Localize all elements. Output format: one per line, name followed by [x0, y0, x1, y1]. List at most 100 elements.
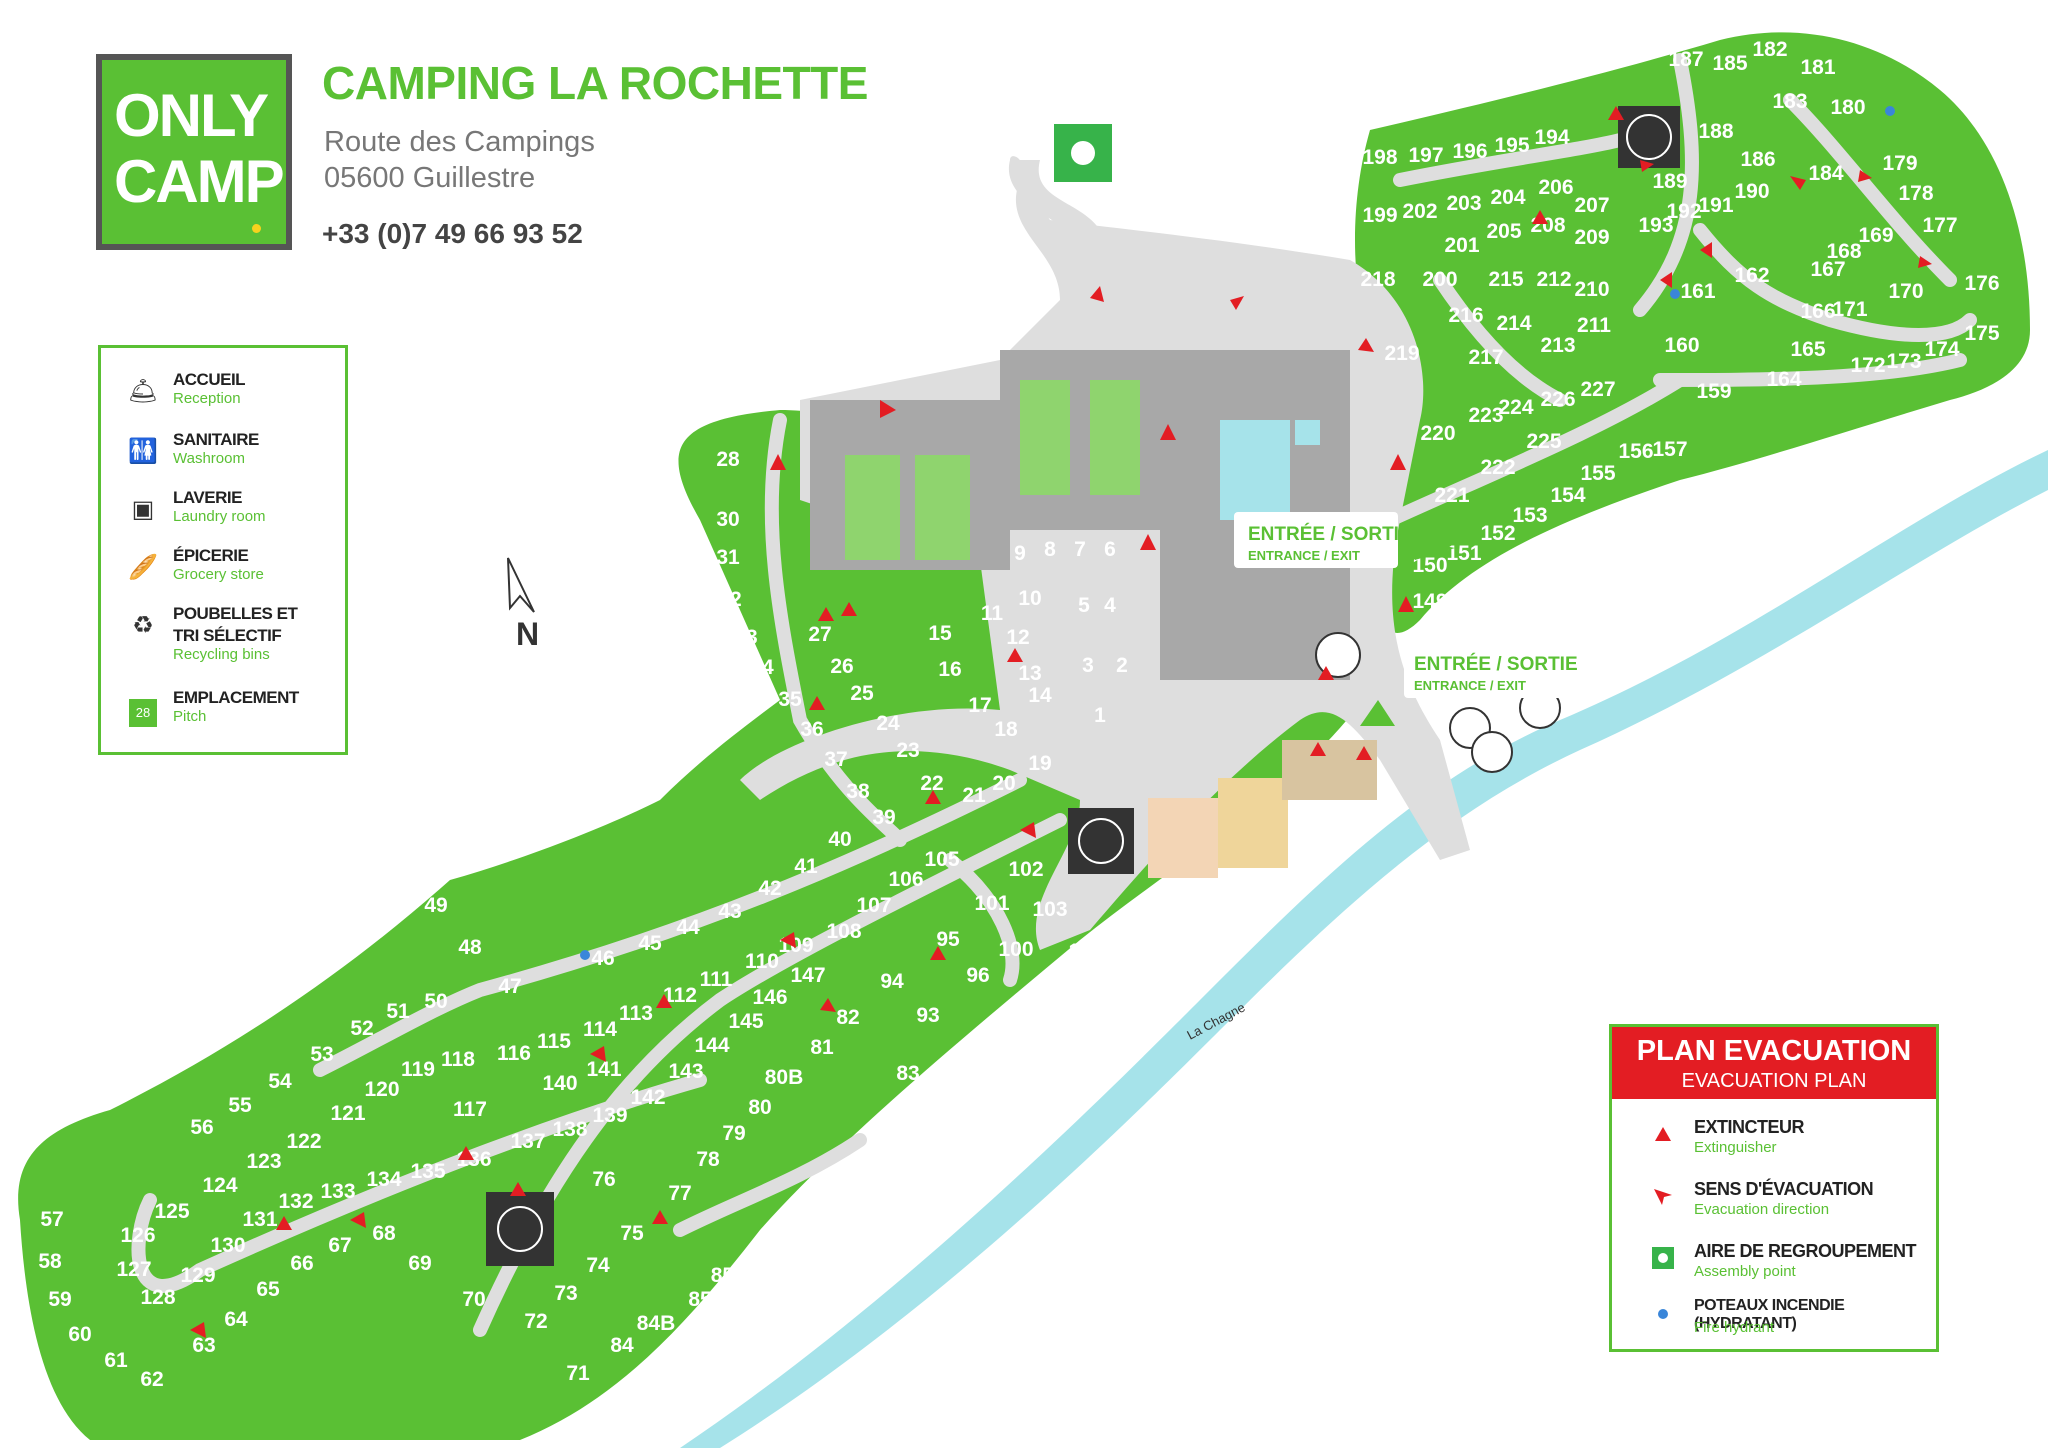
pitch-labels: 1234567891011121314151617181920212223242…: [38, 38, 2000, 1391]
pitch-76: 76: [592, 1168, 615, 1191]
pitch-168: 168: [1826, 240, 1861, 263]
pitch-174: 174: [1924, 338, 1959, 361]
evac-assembly-fr: AIRE DE REGROUPEMENT: [1694, 1241, 1917, 1261]
pitch-99B: 99B: [1075, 986, 1114, 1009]
pitch-25: 25: [850, 682, 874, 705]
pitch-187: 187: [1668, 48, 1703, 71]
onlycamp-logo: ONLY CAMP: [96, 54, 292, 250]
pitch-220: 220: [1420, 422, 1455, 445]
pitch-122: 122: [286, 1130, 321, 1153]
pitch-198: 198: [1362, 146, 1397, 169]
pitch-82: 82: [836, 1006, 859, 1029]
evacuation-direction-arrows: [190, 160, 1932, 1338]
pitch-207: 207: [1574, 194, 1609, 217]
pitch-104: 104: [1068, 940, 1103, 963]
pitch-39: 39: [872, 806, 895, 829]
pitch-3: 3: [1082, 654, 1094, 677]
legend-recycling-fr2: TRI SÉLECTIF: [173, 626, 282, 645]
pitch-209: 209: [1574, 226, 1609, 249]
recycling-bin-icon: ♻: [132, 612, 154, 639]
pitch-73: 73: [554, 1282, 577, 1305]
evac-extinguisher-fr: EXTINCTEUR: [1694, 1117, 1805, 1137]
pitch-114: 114: [583, 1018, 617, 1041]
pitch-145: 145: [728, 1010, 763, 1033]
pitch-49: 49: [424, 894, 447, 917]
pitch-177: 177: [1922, 214, 1957, 237]
pitch-97: 97: [1000, 1002, 1023, 1025]
entrance-box-2: [1404, 642, 1568, 698]
pitch-square-icon: 28: [121, 690, 165, 730]
pitch-2: 2: [1116, 654, 1128, 677]
pitch-92: 92: [958, 1040, 981, 1063]
pitch-52: 52: [350, 1017, 373, 1040]
pitch-54: 54: [268, 1070, 292, 1093]
pitch-63: 63: [192, 1334, 215, 1357]
pitch-32: 32: [718, 588, 741, 611]
pitch-1: 1: [1094, 704, 1106, 727]
evacuation-plan-panel: PLAN EVACUATION EVACUATION PLAN EXTINCTE…: [1609, 1024, 1939, 1352]
pitch-180: 180: [1830, 96, 1865, 119]
pitch-41: 41: [794, 855, 818, 878]
pitch-162: 162: [1734, 264, 1769, 287]
legend-recycling-fr: POUBELLES ET: [173, 604, 298, 623]
pitch-193: 193: [1638, 214, 1673, 237]
pitch-66: 66: [290, 1252, 313, 1275]
pitch-226: 226: [1540, 388, 1575, 411]
pitch-184: 184: [1808, 162, 1843, 185]
pitch-212: 212: [1536, 268, 1571, 291]
legend-laundry: ▣ LAVERIE Laundry room: [121, 486, 341, 536]
pitch-38: 38: [846, 780, 870, 803]
pitch-118: 118: [441, 1048, 475, 1071]
pitch-185: 185: [1712, 52, 1747, 75]
assembly-point-icon: [1652, 1247, 1674, 1269]
tennis-court-2: [915, 455, 970, 560]
evac-direction: SENS D'ÉVACUATION Evacuation direction: [1632, 1179, 1932, 1229]
pitch-84: 84: [610, 1334, 634, 1357]
legend-panel: 🛎 ACCUEIL Reception 🚻 SANITAIRE Washroom…: [98, 345, 348, 755]
pitch-205: 205: [1486, 220, 1521, 243]
pitch-51: 51: [386, 1000, 410, 1023]
pitch-134: 134: [366, 1168, 401, 1191]
reception-bell-icon: 🛎: [127, 378, 159, 405]
pitch-11: 11: [981, 602, 1004, 625]
pitch-53: 53: [310, 1043, 333, 1066]
pitch-217: 217: [1468, 346, 1503, 369]
pitch-43: 43: [718, 900, 741, 923]
pitch-47: 47: [498, 975, 521, 998]
legend-pitch-fr: EMPLACEMENT: [173, 688, 299, 707]
pitch-81: 81: [810, 1036, 834, 1059]
pitch-96: 96: [966, 964, 989, 987]
pitch-105: 105: [924, 848, 959, 871]
pitch-34: 34: [750, 656, 774, 679]
pitch-129: 129: [180, 1264, 215, 1287]
pitch-65: 65: [256, 1278, 280, 1301]
pitch-127: 127: [116, 1258, 151, 1281]
pitch-143: 143: [668, 1060, 703, 1083]
pitch-110: 110: [745, 950, 779, 973]
pitch-99: 99: [1034, 976, 1057, 999]
legend-laundry-en: Laundry room: [173, 508, 266, 525]
pitch-67: 67: [328, 1234, 351, 1257]
pitch-109: 109: [778, 934, 813, 957]
pitch-221: 221: [1434, 484, 1469, 507]
evac-extinguisher: EXTINCTEUR Extinguisher: [1632, 1117, 1932, 1167]
pitch-173: 173: [1886, 350, 1921, 373]
pitch-144: 144: [694, 1034, 729, 1057]
legend-washroom-en: Washroom: [173, 450, 245, 467]
pitch-78: 78: [696, 1148, 720, 1171]
pitch-88: 88: [828, 1202, 852, 1225]
washroom-block-north: [1618, 106, 1680, 168]
pitch-161: 161: [1680, 280, 1715, 303]
pitch-116: 116: [497, 1042, 531, 1065]
pitch-70: 70: [462, 1288, 485, 1311]
extinguisher-markers: [276, 106, 1624, 1230]
pitch-169: 169: [1858, 224, 1893, 247]
pitch-125: 125: [154, 1200, 189, 1223]
legend-pitch: 28 EMPLACEMENT Pitch: [121, 686, 341, 736]
pitch-166: 166: [1800, 300, 1835, 323]
pitch-194: 194: [1534, 126, 1569, 149]
evacuation-subtitle: EVACUATION PLAN: [1681, 1070, 1867, 1092]
pitch-86: 86: [764, 1244, 787, 1267]
tennis-court-1: [845, 455, 900, 560]
entrance-2-fr: ENTRÉE / SORTIE: [1414, 653, 1578, 675]
